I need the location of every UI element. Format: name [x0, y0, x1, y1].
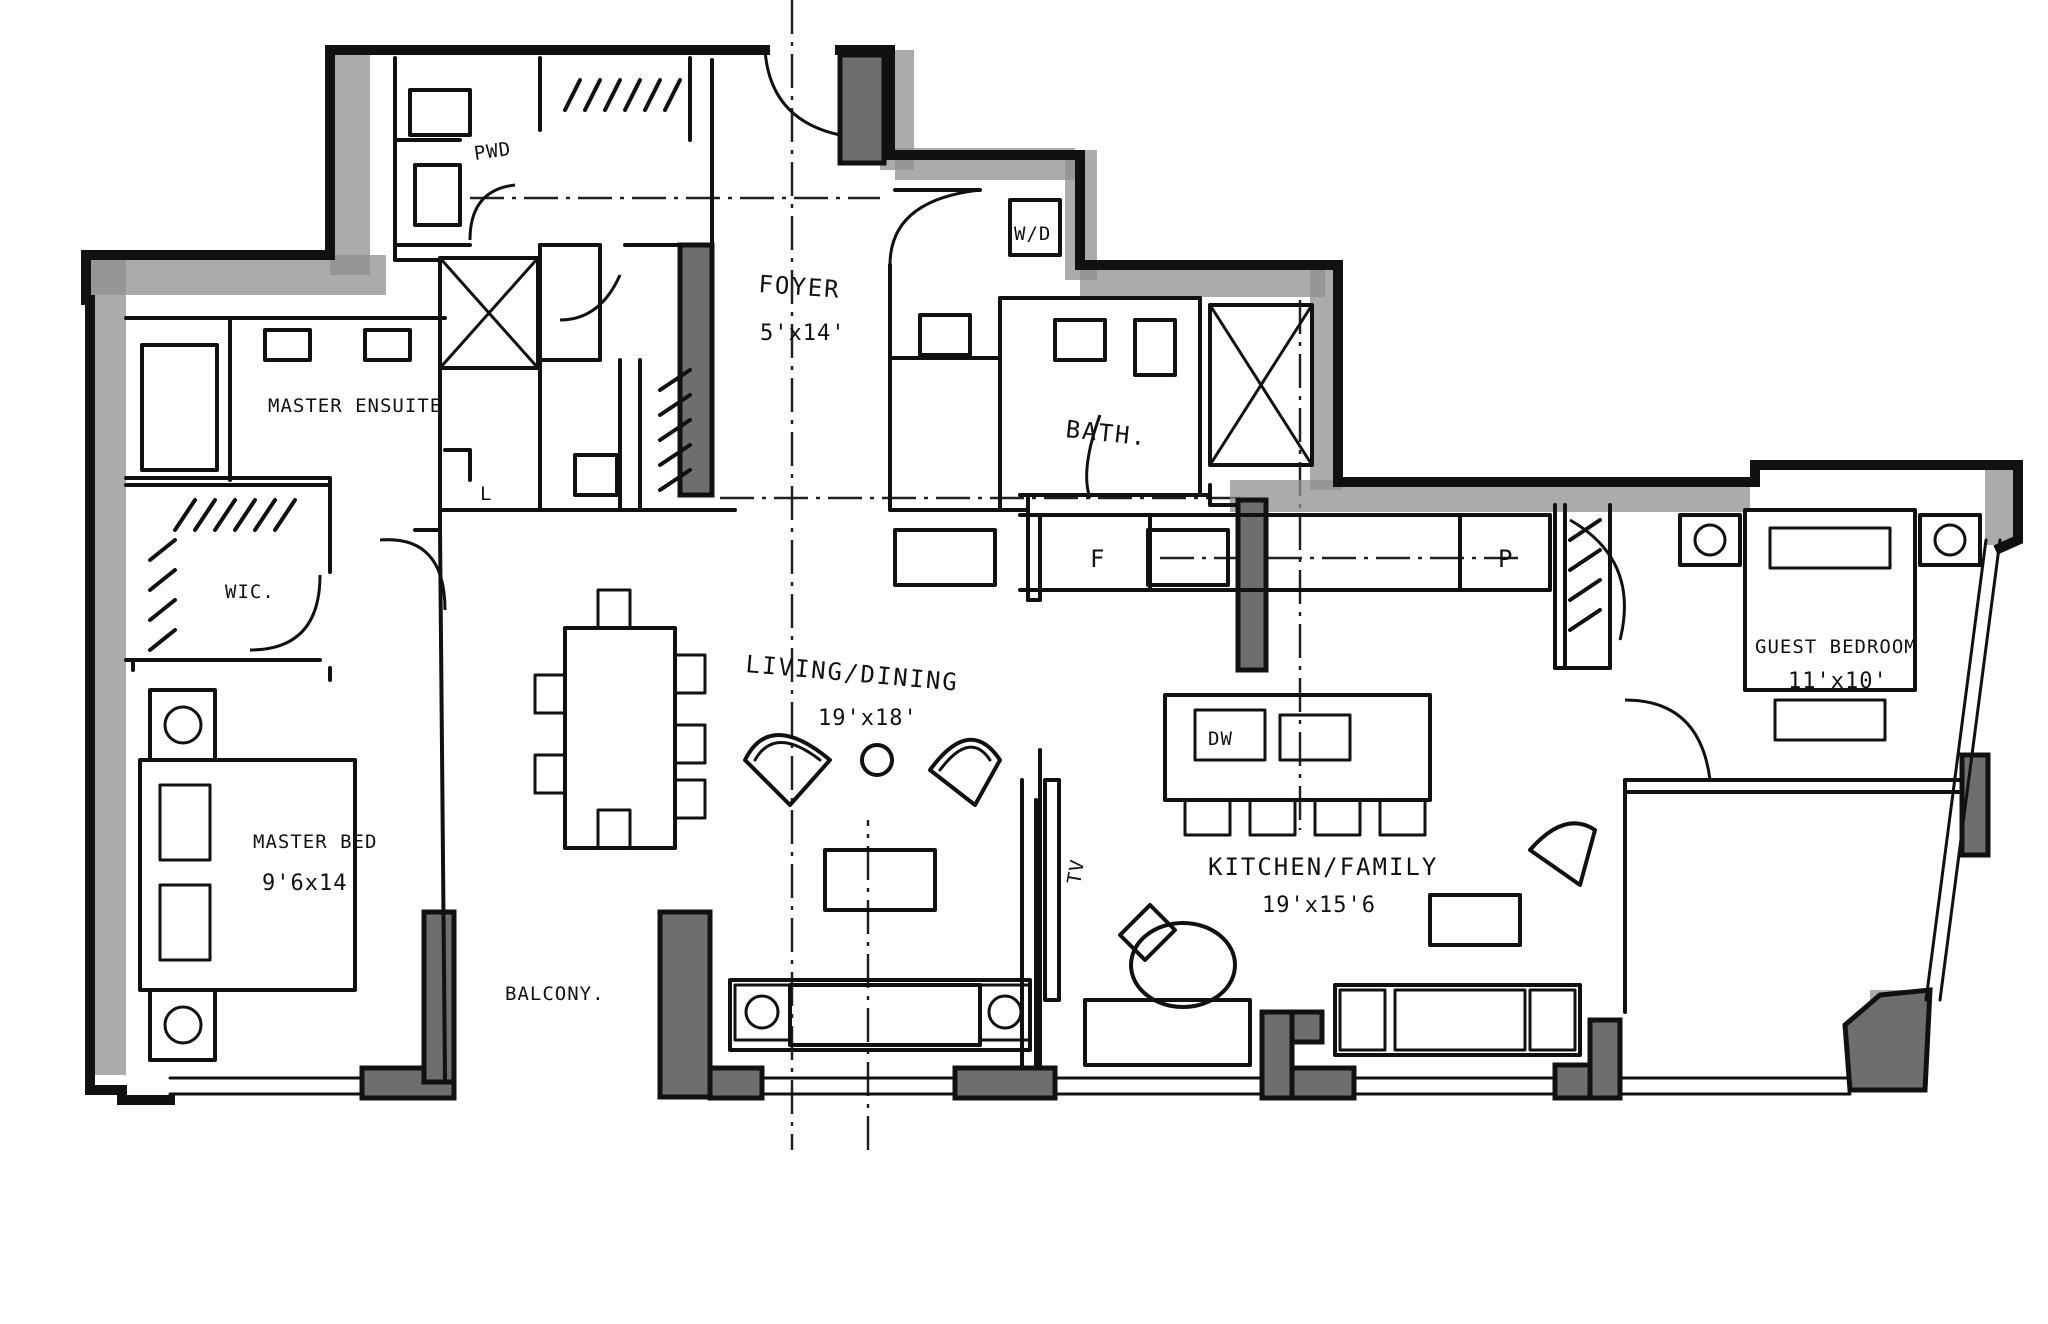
dining-set [533, 588, 707, 850]
room-labels: PWD FOYER 5'x14' MASTER ENSUITE BATH. WI… [225, 138, 1917, 1005]
room-dims-living-dining: 19'x18' [818, 706, 918, 731]
tag-fridge: F [1090, 545, 1106, 573]
room-label-master-ensuite: MASTER ENSUITE [268, 395, 442, 417]
tag-washer-dryer: W/D [1014, 223, 1051, 245]
room-dims-master-bed: 9'6x14' [262, 871, 362, 896]
room-label-bath: BATH. [1064, 415, 1149, 451]
tag-pantry: P [1498, 545, 1514, 573]
fixture-tags: W/D L F P DW TV [480, 223, 1514, 886]
family-lounge [1083, 821, 1597, 1067]
exterior-walls [81, 45, 2023, 1105]
tv-console [1043, 778, 1061, 1002]
room-dims-kitchen-family: 19'x15'6 [1262, 893, 1376, 918]
living-lounge [728, 733, 1032, 1052]
bath-fixtures [140, 88, 1230, 587]
guest-bed-furniture [1678, 508, 1982, 742]
window-walls [168, 538, 2002, 1096]
tag-dishwasher: DW [1208, 728, 1233, 750]
room-label-pwd: PWD [473, 138, 513, 165]
closet-hangers [148, 78, 1602, 652]
room-label-wic: WIC. [225, 581, 275, 603]
room-label-foyer: FOYER [758, 270, 842, 304]
room-label-kitchen-family: KITCHEN/FAMILY [1208, 853, 1438, 881]
room-dims-foyer: 5'x14' [760, 321, 845, 346]
room-label-living-dining: LIVING/DINING [744, 650, 959, 697]
wall-piers [359, 52, 1991, 1101]
room-label-balcony: BALCONY. [505, 983, 605, 1005]
room-dims-guest-bedroom: 11'x10' [1788, 669, 1888, 694]
kitchen-island [1163, 693, 1432, 837]
room-label-guest-bedroom: GUEST BEDROOM [1755, 636, 1917, 658]
tag-tv: TV [1063, 858, 1089, 886]
door-swings [249, 49, 1712, 781]
shower-stalls [438, 256, 1314, 467]
master-bed-furniture [138, 688, 357, 1062]
tag-linen: L [480, 483, 492, 505]
room-label-master-bed: MASTER BED [253, 831, 377, 853]
